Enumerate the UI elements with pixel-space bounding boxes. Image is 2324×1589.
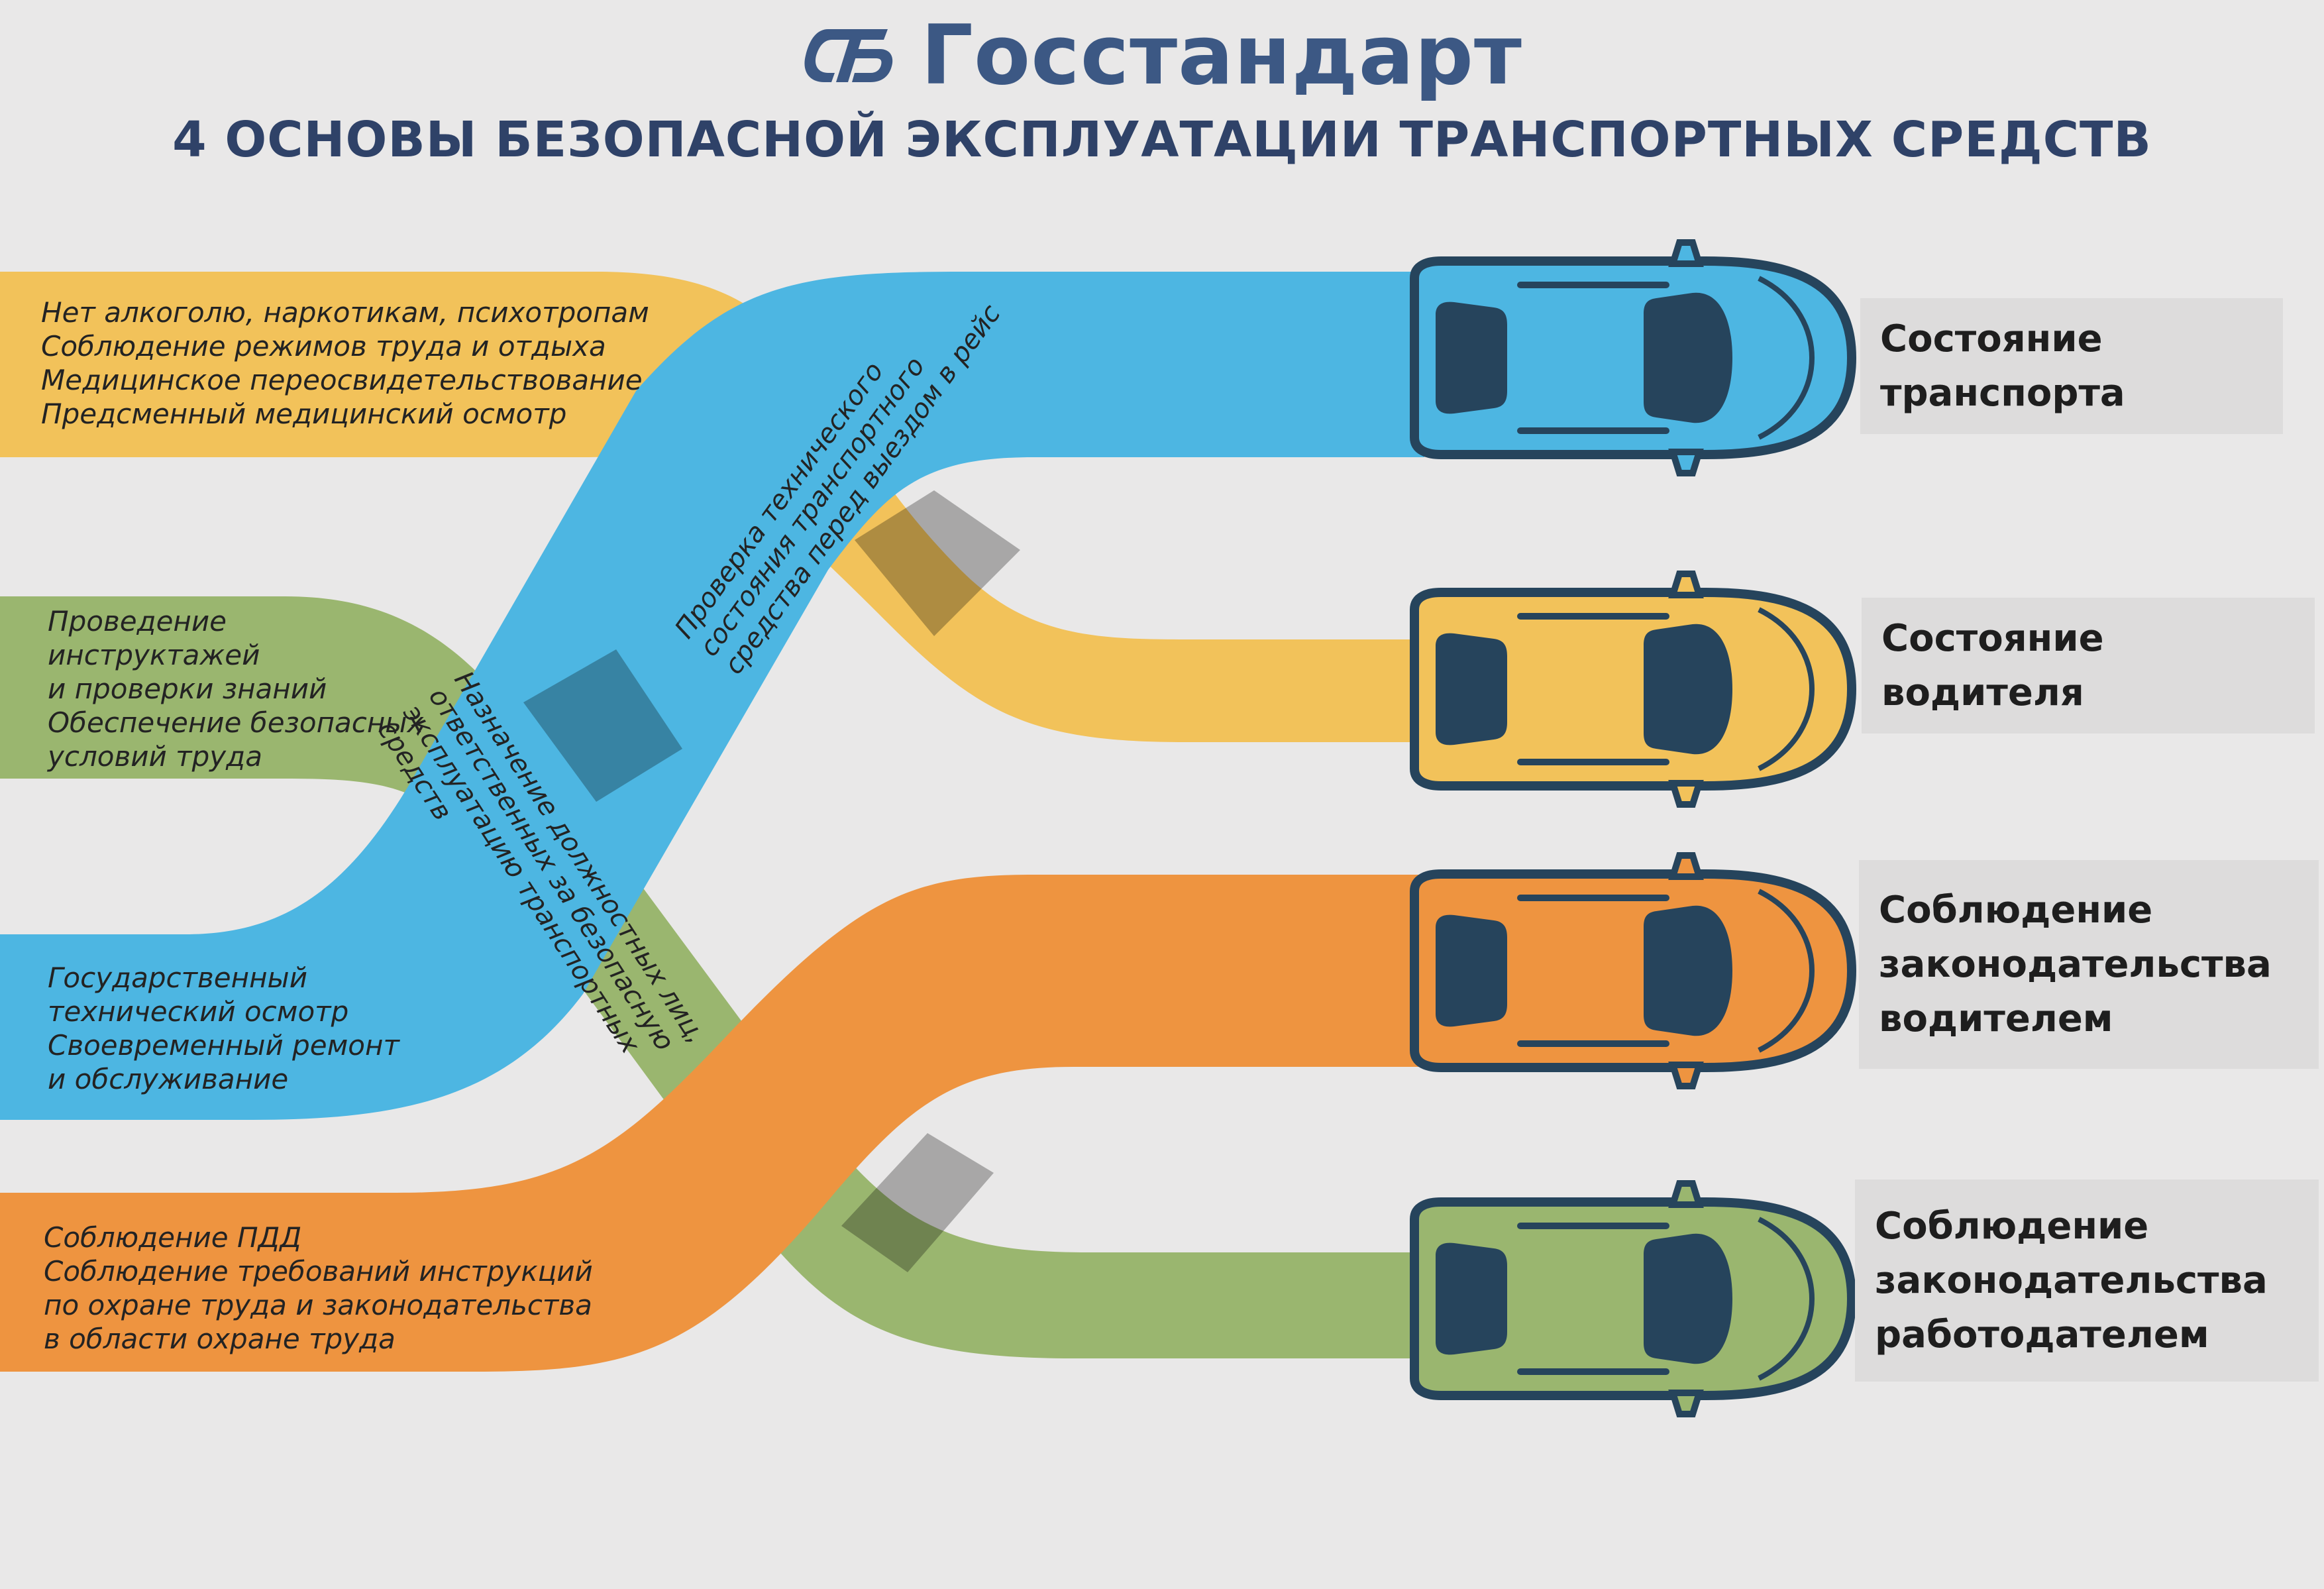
list-item: условий труда	[48, 740, 262, 773]
brand: Госстандарт	[0, 8, 2324, 103]
overlap-yellow-blue	[855, 490, 1020, 636]
green-ribbon	[0, 596, 1424, 1358]
car-icon	[1410, 239, 1857, 476]
label-line: транспорта	[1880, 371, 2125, 415]
label-line: Соблюдение	[1875, 1204, 2149, 1248]
overlap-green-blue	[523, 649, 682, 802]
blue-ribbon	[0, 272, 1424, 1120]
blue-stream-text: Государственный технический осмотр Своев…	[48, 961, 399, 1096]
list-item: и проверки знаний	[48, 673, 327, 705]
list-item: Нет алкоголю, наркотикам, психотропам	[41, 296, 649, 329]
label-line: водителя	[1881, 671, 2084, 714]
label-line: законодательства	[1875, 1258, 2268, 1302]
yellow-ribbon	[0, 272, 1424, 742]
outcome-label-driver: Состояние водителя	[1862, 598, 2315, 734]
overlap-green-orange	[841, 1133, 994, 1272]
list-item: Соблюдение требований инструкций	[44, 1255, 593, 1288]
car-icon	[1410, 852, 1857, 1089]
label-line: законодательства	[1879, 942, 2272, 986]
header: Госстандарт 4 ОСНОВЫ БЕЗОПАСНОЙ ЭКСПЛУАТ…	[0, 0, 2324, 199]
label-line: Состояние	[1881, 616, 2104, 660]
list-item: Соблюдение режимов труда и отдыха	[41, 330, 606, 362]
label-line: Состояние	[1880, 317, 2103, 360]
orange-ribbon	[0, 875, 1424, 1372]
outcome-label-law-driver: Соблюдение законодательства водителем	[1859, 860, 2319, 1069]
list-item: Своевременный ремонт	[48, 1029, 399, 1062]
list-item: Проведение	[48, 605, 227, 637]
green-stream-text: Проведение инструктажей и проверки знани…	[48, 604, 423, 773]
list-item: в области охране труда	[44, 1323, 396, 1355]
list-item: Соблюдение ПДД	[44, 1221, 302, 1254]
label-line: водителем	[1879, 997, 2113, 1040]
label-line: работодателем	[1875, 1313, 2209, 1356]
gost-logo-icon	[804, 29, 893, 82]
car-icon	[1410, 571, 1857, 808]
list-item: по охране труда и законодательства	[44, 1289, 592, 1321]
list-item: Медицинское переосвидетельствование	[41, 364, 643, 396]
outcome-label-law-employer: Соблюдение законодательства работодателе…	[1855, 1179, 2319, 1382]
list-item: Предсменный медицинский осмотр	[41, 398, 567, 430]
list-item: технический осмотр	[48, 995, 349, 1028]
car-icon	[1410, 1180, 1857, 1417]
yellow-stream-text: Нет алкоголю, наркотикам, психотропам Со…	[41, 296, 649, 431]
brand-name: Госстандарт	[921, 8, 1522, 103]
list-item: инструктажей	[48, 639, 260, 671]
orange-stream-text: Соблюдение ПДД Соблюдение требований инс…	[44, 1221, 593, 1356]
label-line: Соблюдение	[1879, 888, 2153, 932]
list-item: Государственный	[48, 961, 308, 994]
page-title: 4 ОСНОВЫ БЕЗОПАСНОЙ ЭКСПЛУАТАЦИИ ТРАНСПО…	[172, 111, 2152, 168]
list-item: Обеспечение безопасных	[48, 706, 424, 739]
outcome-label-transport: Состояние транспорта	[1860, 298, 2283, 434]
list-item: и обслуживание	[48, 1063, 289, 1095]
